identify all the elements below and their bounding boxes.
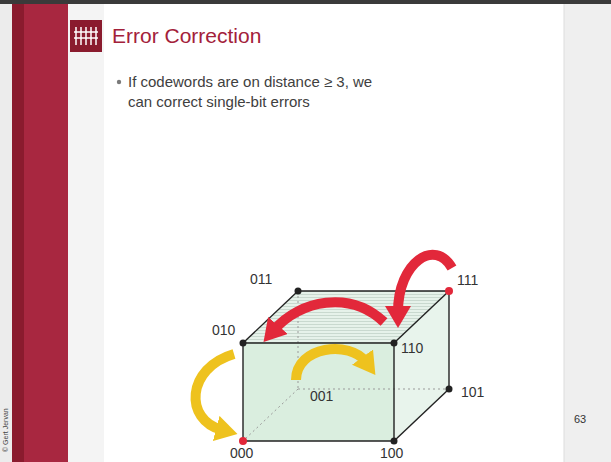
- grid-icon-ground: [70, 20, 102, 52]
- vertex-label: 111: [457, 272, 478, 288]
- top-rule: [0, 0, 611, 4]
- vertex-label: 110: [401, 340, 423, 356]
- sidebar: [24, 4, 68, 462]
- bullet-text: If codewords are on distance ≥ 3, we can…: [128, 72, 390, 112]
- vertex-label: 100: [380, 445, 403, 461]
- right-panel-edge: [564, 4, 565, 462]
- vertex-label: 010: [212, 322, 235, 338]
- vertex-label: 011: [250, 271, 272, 287]
- cube-vertices: [239, 287, 453, 445]
- cube-front-face: [243, 343, 394, 441]
- vertex-label: 101: [461, 384, 484, 400]
- correction-arrow: [196, 354, 234, 430]
- vertex-label: 001: [310, 388, 333, 404]
- copyright-note: © Gert Jervan: [2, 408, 9, 452]
- bullet-dot: [117, 80, 121, 84]
- cube-right-face: [394, 291, 449, 441]
- slide-title: Error Correction: [112, 24, 261, 48]
- correction-arrow: [274, 302, 384, 330]
- correction-arrow: [296, 349, 366, 380]
- left-strip: [0, 4, 12, 462]
- grid-icon: [74, 27, 98, 45]
- cube-edges: [243, 291, 449, 441]
- page-number: 63: [574, 413, 586, 425]
- right-panel: [564, 4, 611, 462]
- vertex-label: 000: [230, 445, 253, 461]
- sidebar-edge: [68, 4, 104, 462]
- correction-arrow: [398, 255, 452, 312]
- cube-hidden-edges: [243, 291, 449, 441]
- sidebar-dark: [12, 4, 24, 462]
